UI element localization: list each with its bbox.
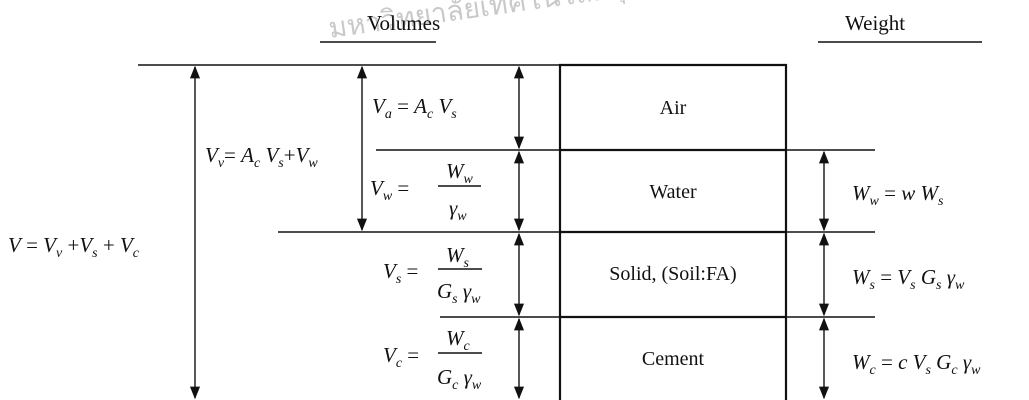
eq-water-weight: Ww = w Ws (852, 181, 944, 209)
svg-text:Ww: Ww (446, 159, 474, 187)
svg-text:Ws: Ws (446, 243, 470, 271)
svg-text:Gs γw: Gs γw (437, 279, 481, 307)
svg-text:Vw =: Vw = (370, 176, 409, 204)
eq-void-volume: Vv= Ac Vs+Vw (205, 143, 318, 171)
weight-header: Weight (845, 11, 905, 35)
eq-total-volume: V = Vv +Vs + Vc (8, 233, 140, 261)
volumes-header: Volumes (367, 11, 440, 35)
eq-solid-weight: Ws = Vs Gs γw (852, 265, 965, 293)
eq-cement-volume: Vc = Wc Gc γw (383, 326, 482, 393)
phase-water-label: Water (649, 181, 697, 203)
phase-cement-label: Cement (642, 348, 705, 370)
svg-text:Vc =: Vc = (383, 343, 419, 371)
phase-solid-label: Solid, (Soil:FA) (609, 263, 736, 285)
svg-text:Wc: Wc (446, 326, 471, 354)
svg-text:γw: γw (449, 196, 467, 224)
eq-water-volume: Vw = Ww γw (370, 159, 481, 224)
phase-air-label: Air (660, 97, 687, 119)
svg-text:Vs =: Vs = (383, 259, 418, 287)
eq-solid-volume: Vs = Ws Gs γw (383, 243, 482, 307)
eq-cement-weight: Wc = c Vs Gc γw (852, 350, 981, 378)
eq-air-volume: Va = Ac Vs (372, 94, 457, 122)
svg-text:Gc γw: Gc γw (437, 365, 482, 393)
